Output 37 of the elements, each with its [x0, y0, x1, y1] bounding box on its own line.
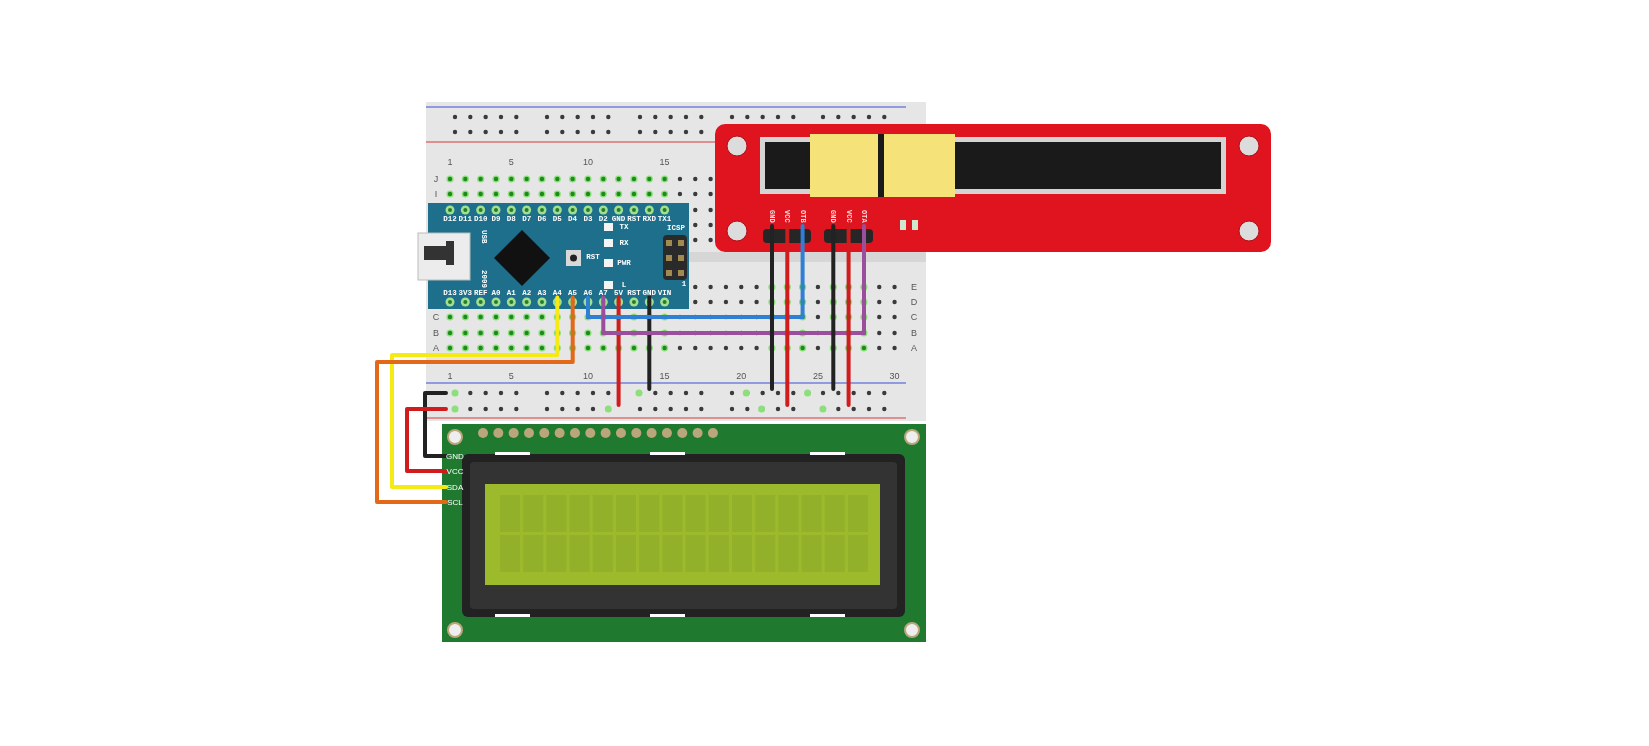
column-number: 15	[658, 371, 671, 381]
wire	[616, 295, 621, 407]
wire	[586, 224, 805, 319]
column-number: 5	[507, 157, 515, 167]
wire	[423, 391, 448, 458]
wire	[846, 224, 851, 407]
wire	[770, 224, 774, 391]
column-number: 1	[446, 371, 454, 381]
column-number: 20	[735, 371, 748, 381]
row-letter: J	[432, 174, 440, 184]
pin-label: GND	[446, 451, 464, 461]
row-letter: D	[910, 297, 918, 307]
column-number: 10	[581, 157, 594, 167]
row-letter: E	[910, 282, 918, 292]
row-letter: A	[432, 343, 440, 353]
pin-label: VCC	[446, 466, 464, 476]
column-number: 15	[658, 157, 671, 167]
row-letter: B	[432, 328, 440, 338]
wire	[375, 295, 575, 504]
wire	[390, 295, 560, 489]
pin-label: SCL	[446, 497, 464, 507]
column-number: 5	[507, 371, 515, 381]
pin-label: SDA	[446, 482, 464, 492]
wire	[405, 407, 448, 473]
wire	[647, 295, 652, 391]
row-letter: I	[433, 189, 439, 199]
column-number: 1	[446, 157, 454, 167]
wire	[601, 224, 866, 335]
row-letter: B	[910, 328, 918, 338]
wire	[831, 224, 836, 391]
row-letter: A	[910, 343, 918, 353]
column-number: 25	[811, 371, 824, 381]
column-number: 30	[888, 371, 901, 381]
column-number: 10	[581, 371, 594, 381]
row-letter: C	[432, 312, 440, 322]
wire	[785, 224, 790, 407]
row-letter: C	[910, 312, 918, 322]
